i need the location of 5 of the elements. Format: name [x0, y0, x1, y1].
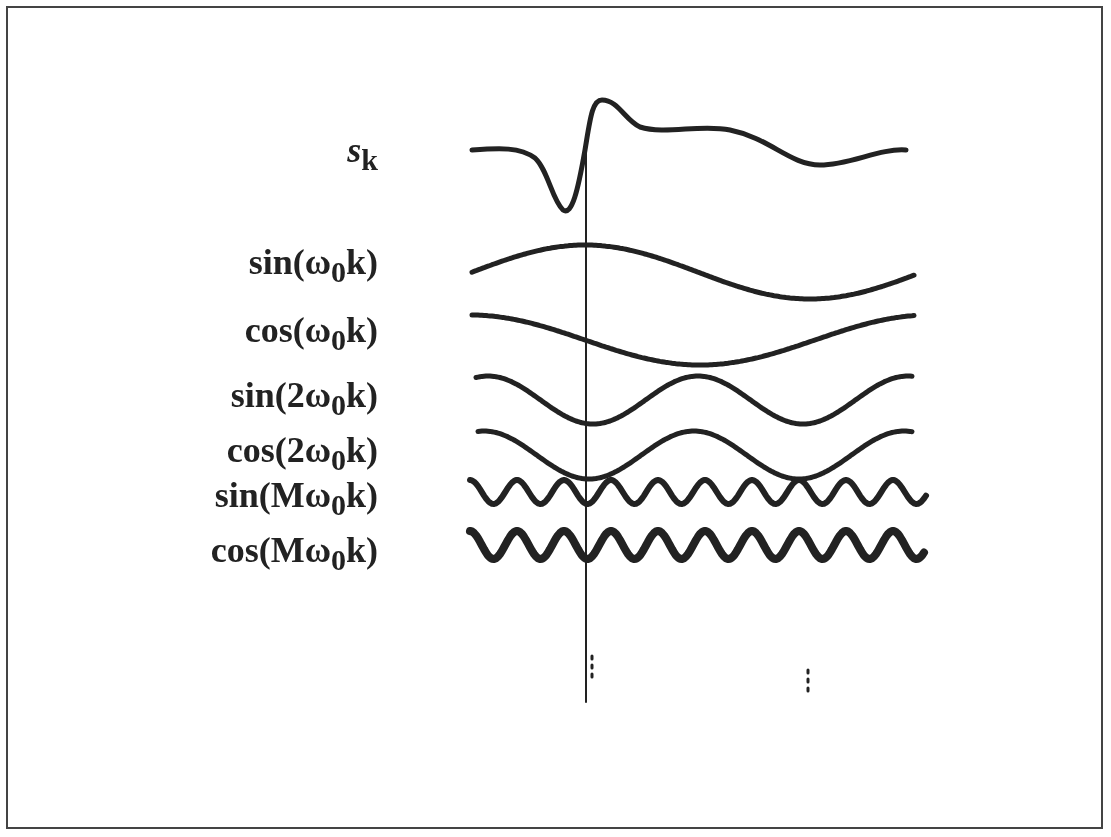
signal-label: cos(ω$_{0}$k) [244, 310, 378, 359]
signal-label: sin(2ω$_{0}$k) [230, 375, 378, 424]
signal-label: s$_{k}$ [347, 130, 378, 179]
signal-label: sin(ω$_{0}$k) [248, 242, 378, 291]
signal-label: cos(Mω$_{0}$k) [210, 530, 378, 579]
